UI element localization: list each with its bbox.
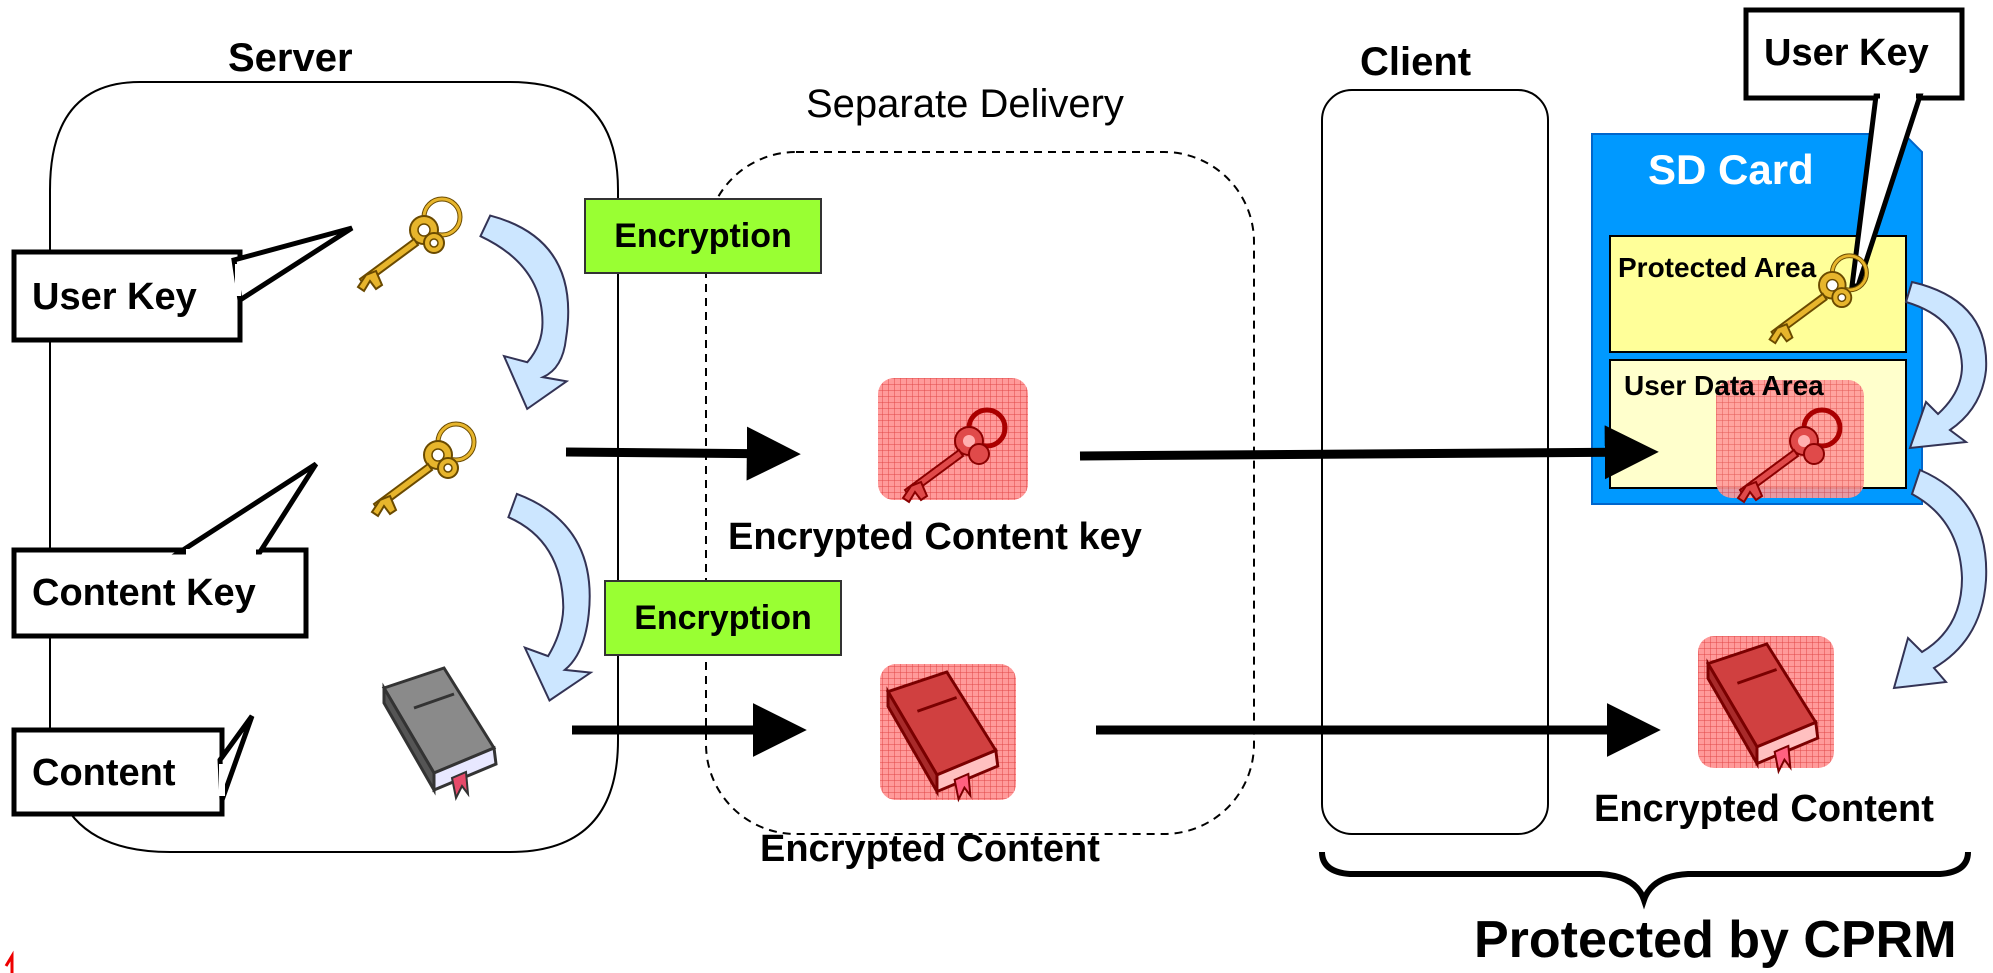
curved-arrow-icon: [507, 492, 594, 702]
user-key-sd-callout-box: [1743, 7, 1965, 101]
encrypted-content-middle-label: Encrypted Content: [760, 828, 1100, 870]
arrow-contentkey-to-encrypted: [565, 426, 801, 481]
encryption-box-1: Encryption: [584, 198, 822, 274]
user-key-sd-callout-label: User Key: [1764, 32, 1929, 74]
curved-arrow-icon: [1904, 280, 1988, 450]
protected-brace: [1319, 851, 1971, 910]
client-box: [1321, 89, 1549, 835]
separate-delivery-box: [705, 151, 1255, 835]
sd-card-label: SD Card: [1648, 146, 1814, 193]
user-data-area-label: User Data Area: [1624, 370, 1824, 401]
server-label: Server: [228, 36, 353, 80]
key-icon: [372, 424, 474, 516]
book-icon: [382, 666, 498, 800]
key-icon: [358, 199, 460, 291]
encryption-label-1: Encryption: [614, 216, 792, 255]
encrypted-content-right-label: Encrypted Content: [1594, 788, 1934, 830]
protected-by-cprm-label: Protected by CPRM: [1474, 911, 1957, 969]
encrypted-key-icon: [878, 378, 1028, 500]
separate-delivery-label: Separate Delivery: [806, 82, 1124, 126]
user-key-callout-label: User Key: [32, 276, 197, 318]
user-key-callout-box: [11, 249, 243, 343]
arrow-encrypted-key-to-sd: [1079, 425, 1659, 480]
protected-area-label: Protected Area: [1618, 252, 1817, 283]
content-callout-label: Content: [32, 752, 176, 794]
encryption-box-2: Encryption: [604, 580, 842, 656]
server-box: [49, 81, 619, 853]
content-key-callout-label: Content Key: [32, 572, 256, 614]
encryption-label-2: Encryption: [634, 598, 812, 637]
content-callout-box: [11, 727, 225, 817]
curved-arrow-icon: [1892, 468, 1988, 690]
client-label: Client: [1360, 40, 1472, 84]
encrypted-content-key-label: Encrypted Content key: [728, 516, 1142, 558]
curved-arrow-icon: [479, 214, 570, 411]
